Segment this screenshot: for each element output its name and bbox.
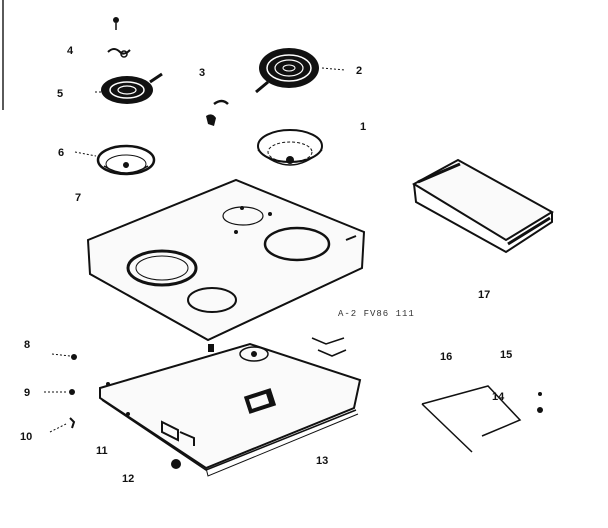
callout-11: 11 bbox=[96, 445, 108, 457]
callout-5: 5 bbox=[57, 88, 63, 100]
part-7-cooktop-panel bbox=[86, 178, 366, 352]
callout-10: 10 bbox=[20, 431, 32, 443]
callout-12: 12 bbox=[122, 473, 134, 485]
part-17-tray bbox=[411, 158, 554, 254]
callout-6: 6 bbox=[58, 147, 64, 159]
callout-2: 2 bbox=[356, 65, 362, 77]
part-14-support-wire bbox=[421, 385, 543, 453]
top-screw-part bbox=[113, 17, 119, 30]
screw-set-8-9-10 bbox=[44, 353, 77, 433]
callout-14: 14 bbox=[492, 391, 505, 403]
callout-1: 1 bbox=[360, 121, 366, 133]
part-4-clip bbox=[107, 48, 131, 58]
part-6-small-drip-pan bbox=[74, 144, 156, 176]
callout-15: 15 bbox=[500, 349, 512, 361]
part-code-label: A-2 FV86 111 bbox=[338, 309, 415, 319]
callout-7: 7 bbox=[75, 192, 81, 204]
part-5-small-element bbox=[95, 72, 163, 104]
part-3-bracket bbox=[206, 99, 229, 126]
callout-16: 16 bbox=[440, 351, 452, 363]
callout-9: 9 bbox=[24, 387, 30, 399]
part-13-base-pan bbox=[99, 337, 362, 477]
callout-17: 17 bbox=[478, 289, 490, 301]
callout-4: 4 bbox=[67, 45, 74, 57]
callout-3: 3 bbox=[199, 67, 205, 79]
callout-13: 13 bbox=[316, 455, 328, 467]
part-1-large-drip-pan bbox=[257, 129, 323, 166]
part-12-nut bbox=[171, 459, 181, 469]
part-2-large-element bbox=[255, 48, 346, 94]
callout-8: 8 bbox=[24, 339, 30, 351]
